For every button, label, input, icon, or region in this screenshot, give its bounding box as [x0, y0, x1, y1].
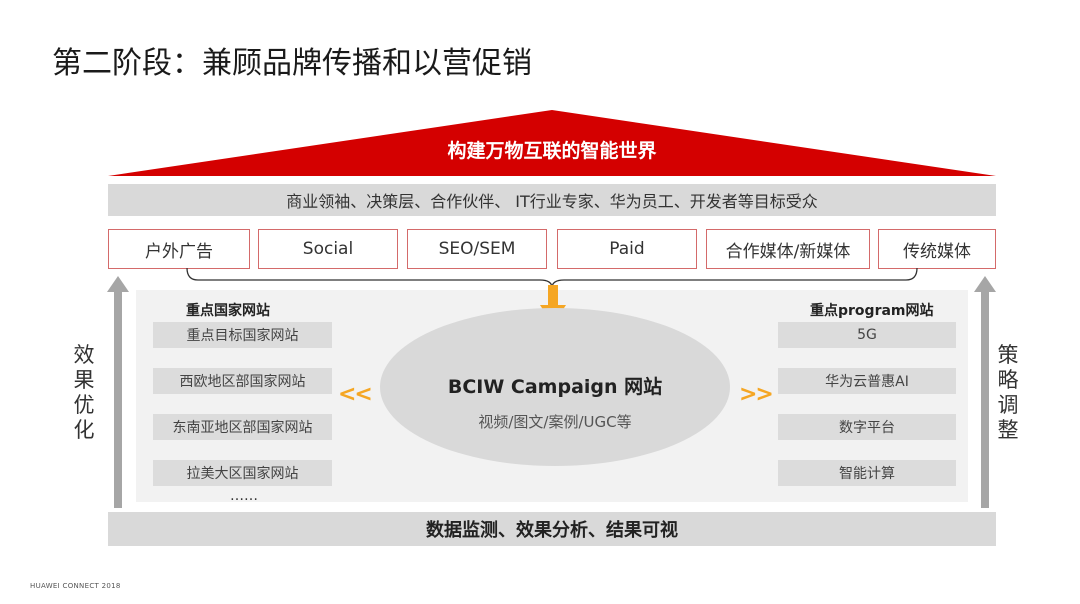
left-item-southeast-asia: 东南亚地区部国家网站 — [153, 414, 332, 440]
left-up-arrow-icon — [107, 276, 129, 508]
right-up-arrow-icon — [974, 276, 996, 508]
campaign-site-ellipse — [380, 308, 730, 466]
right-side-label: 策略调整 — [997, 343, 1019, 442]
channel-partner-media: 合作媒体/新媒体 — [706, 229, 870, 269]
left-column-title: 重点国家网站 — [186, 303, 270, 319]
channel-outdoor: 户外广告 — [108, 229, 250, 269]
channel-social: Social — [258, 229, 398, 269]
bottom-bar: 数据监测、效果分析、结果可视 — [108, 512, 996, 546]
audience-label: 商业领袖、决策层、合作伙伴、 IT行业专家、华为员工、开发者等目标受众 — [286, 192, 818, 211]
channel-seo-sem: SEO/SEM — [407, 229, 547, 269]
channel-paid: Paid — [557, 229, 697, 269]
right-item-intelligent-computing: 智能计算 — [778, 460, 956, 486]
right-column-title: 重点program网站 — [810, 303, 934, 319]
channel-brace — [186, 268, 918, 288]
right-item-cloud-ai: 华为云普惠AI — [778, 368, 956, 394]
right-chevron-icon: >> — [739, 382, 774, 407]
left-chevron-icon: << — [338, 382, 373, 407]
right-item-digital-platform: 数字平台 — [778, 414, 956, 440]
left-item-western-europe: 西欧地区部国家网站 — [153, 368, 332, 394]
right-item-5g: 5G — [778, 322, 956, 348]
roof-label: 构建万物互联的智能世界 — [447, 140, 657, 162]
channel-traditional-media: 传统媒体 — [878, 229, 996, 269]
left-item-priority-countries: 重点目标国家网站 — [153, 322, 332, 348]
slide-title: 第二阶段：兼顾品牌传播和以营促销 — [52, 46, 532, 81]
left-more-ellipsis: …… — [230, 488, 258, 504]
footer-brand: HUAWEI CONNECT 2018 — [30, 582, 121, 590]
roof-triangle — [108, 110, 996, 176]
campaign-site-title: BCIW Campaign 网站 — [447, 376, 663, 398]
bottom-bar-label: 数据监测、效果分析、结果可视 — [426, 520, 678, 541]
left-side-label: 效果优化 — [73, 343, 95, 442]
audience-band: 商业领袖、决策层、合作伙伴、 IT行业专家、华为员工、开发者等目标受众 — [108, 184, 996, 216]
campaign-site-subtitle: 视频/图文/案例/UGC等 — [478, 413, 632, 431]
left-item-latin-america: 拉美大区国家网站 — [153, 460, 332, 486]
